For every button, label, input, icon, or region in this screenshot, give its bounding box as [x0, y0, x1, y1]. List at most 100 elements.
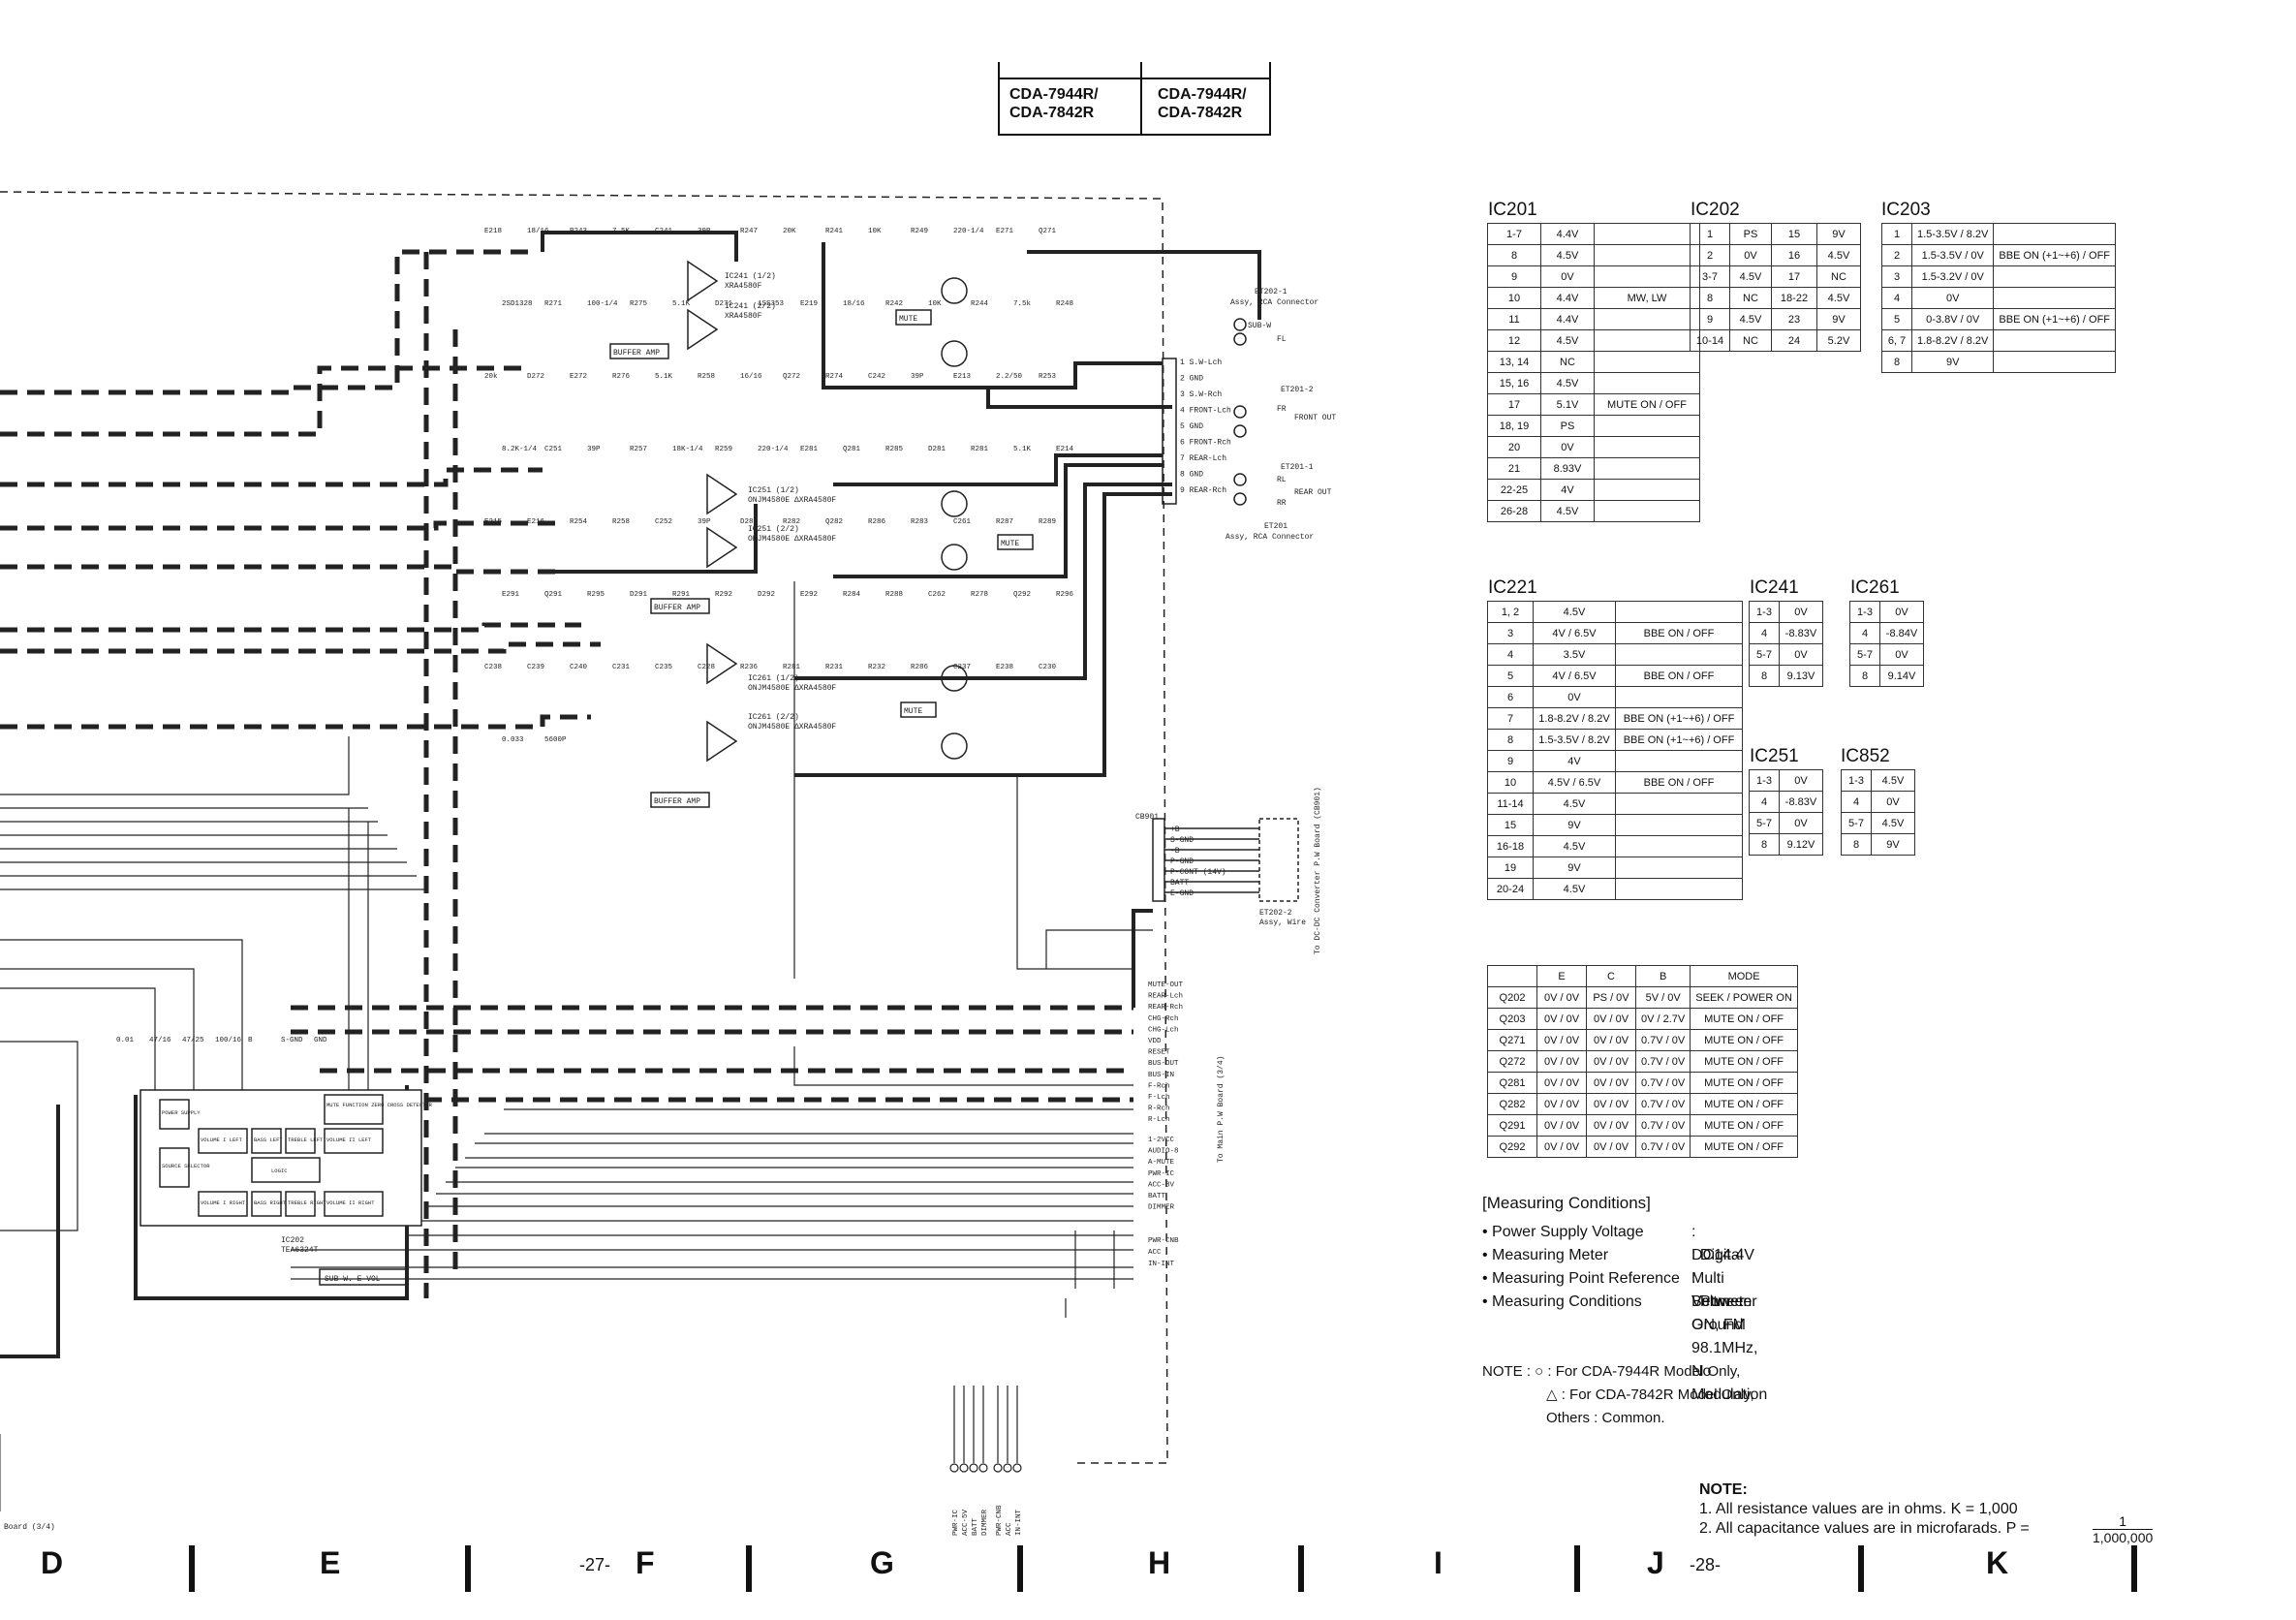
- table-cell: 0V / 0V: [1586, 1029, 1636, 1051]
- table-cell: PS: [1729, 223, 1772, 245]
- ic-label: IC261 (2/2): [748, 713, 799, 722]
- table-cell: 4.5V: [1729, 265, 1772, 288]
- component-label: R249: [911, 228, 928, 235]
- table-cell: 0V: [1540, 436, 1595, 458]
- component-label: C230: [1039, 664, 1057, 671]
- connector-pin: P-GND: [1170, 857, 1194, 866]
- ic202-block: BASS RIGHT: [254, 1199, 287, 1206]
- main-signal-label: RESET: [1148, 1049, 1170, 1057]
- table-cell: 0V / 0V: [1586, 1093, 1636, 1115]
- table-cell: 4.5V / 6.5V: [1533, 771, 1616, 794]
- output-label: FRONT OUT: [1294, 414, 1336, 422]
- component-label: C242: [868, 373, 885, 381]
- table-cell: [1993, 265, 2117, 288]
- table-cell: 13, 14: [1487, 351, 1541, 373]
- component-label: R253: [1039, 373, 1057, 381]
- table-cell: 1-3: [1849, 601, 1880, 623]
- connector-ref: ET201: [1264, 522, 1288, 531]
- table-cell: Q282: [1487, 1093, 1537, 1115]
- connector-desc: Assy, Wire: [1259, 919, 1306, 927]
- table-cell: 0V: [1879, 601, 1924, 623]
- ic-label: IC241 (1/2): [725, 272, 776, 281]
- ic202-block: SOURCE SELECTOR: [162, 1163, 210, 1169]
- table-cell: 1-3: [1749, 601, 1780, 623]
- output-label: FL: [1277, 335, 1287, 344]
- table-cell: 8: [1881, 351, 1912, 373]
- table-cell: 4: [1749, 622, 1780, 644]
- table-cell: [1615, 601, 1743, 623]
- table-cell: 4: [1749, 791, 1780, 813]
- component-label: 47/16: [149, 1037, 171, 1044]
- main-signal-label: A-MUTE: [1148, 1159, 1175, 1167]
- component-label: Q291: [544, 591, 563, 599]
- table-cell: 16-18: [1487, 835, 1534, 857]
- ic-part: XRA4580F: [725, 282, 762, 291]
- buffer-amp-label: BUFFER AMP: [654, 797, 700, 806]
- table-cell: 20: [1487, 436, 1541, 458]
- measuring-item: • Measuring Conditions: Power ON, FM 98.…: [1482, 1293, 1768, 1403]
- table-cell: MUTE ON / OFF: [1690, 1093, 1798, 1115]
- table-cell: MUTE ON / OFF: [1690, 1050, 1798, 1073]
- grid-letter: H: [1148, 1545, 1171, 1580]
- table-cell: Q203: [1487, 1008, 1537, 1030]
- component-label: C261: [953, 518, 972, 526]
- table-cell: 4.4V: [1540, 223, 1595, 245]
- component-label: E238: [996, 664, 1013, 671]
- table-cell: MUTE ON / OFF: [1690, 1008, 1798, 1030]
- component-label: C238: [484, 664, 502, 671]
- table-cell: SEEK / POWER ON: [1690, 986, 1798, 1009]
- table-cell: 1.5-3.2V / 0V: [1910, 265, 1995, 288]
- table-cell: 0V: [1779, 601, 1823, 623]
- table-cell: [1615, 814, 1743, 836]
- table-cell: 4.5V: [1540, 244, 1595, 266]
- connector-desc: Assy, RCA Connector: [1226, 533, 1314, 542]
- table-cell: 0.7V / 0V: [1634, 1136, 1691, 1158]
- table-cell: 0V / 0V: [1536, 1093, 1587, 1115]
- component-label: R274: [825, 373, 844, 381]
- component-label: 18K-1/4: [672, 446, 703, 453]
- ic202-block: VOLUME I RIGHT: [201, 1199, 246, 1206]
- table-cell: MW, LW: [1594, 287, 1700, 309]
- connector-pin: 8 GND: [1180, 471, 1203, 480]
- table-cell: 18-22: [1771, 287, 1817, 309]
- table-header-cell: MODE: [1690, 965, 1798, 987]
- component-label: R247: [740, 228, 758, 235]
- table-cell: 8.93V: [1540, 457, 1595, 480]
- component-label: R257: [630, 446, 647, 453]
- table-cell: 3-7: [1690, 265, 1730, 288]
- component-label: D281: [928, 446, 946, 453]
- values-note-line: 2. All capacitance values are in microfa…: [1699, 1520, 2030, 1537]
- output-label: SUB-W: [1248, 322, 1271, 330]
- component-label: B: [248, 1037, 253, 1044]
- table-cell: BBE ON (+1~+6) / OFF: [1993, 244, 2117, 266]
- component-label: D291: [630, 591, 648, 599]
- connector-pin: BATT: [1170, 879, 1189, 888]
- table-cell: 8: [1690, 287, 1730, 309]
- table-cell: MUTE ON / OFF: [1690, 1136, 1798, 1158]
- component-label: C241: [655, 228, 673, 235]
- component-label: C251: [544, 446, 563, 453]
- table-cell: Q272: [1487, 1050, 1537, 1073]
- ic241-title: IC241: [1750, 577, 1799, 598]
- table-cell: 0V: [1779, 769, 1823, 792]
- board-ref-label: Board (3/4): [4, 1523, 55, 1532]
